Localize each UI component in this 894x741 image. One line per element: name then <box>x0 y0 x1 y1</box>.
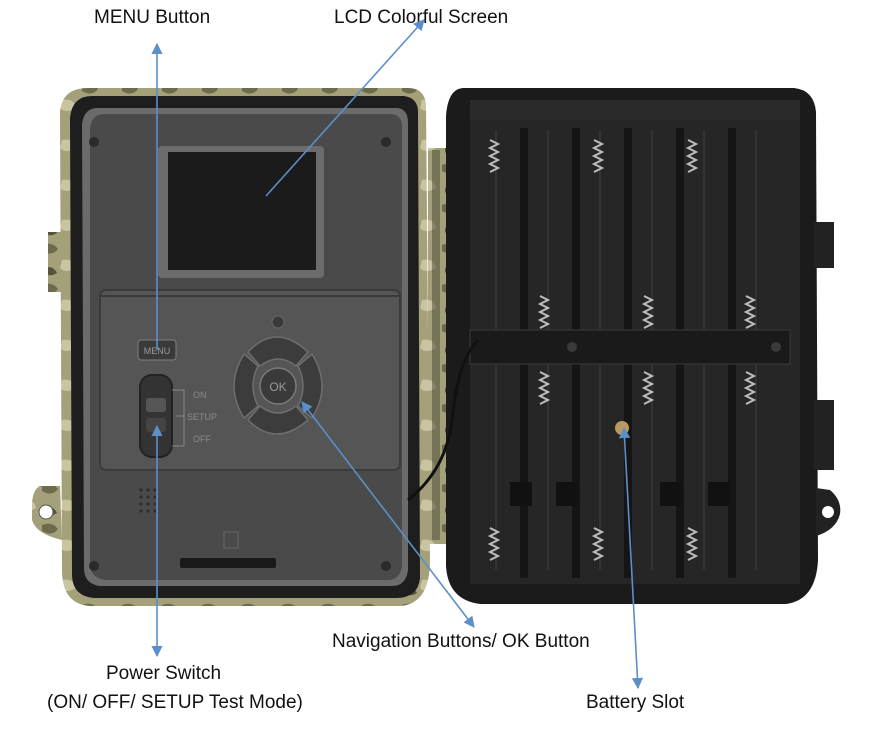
ok-key-text: OK <box>269 380 286 394</box>
hinge <box>428 148 446 544</box>
switch-off-text: OFF <box>193 434 211 444</box>
switch-on-text: ON <box>193 390 207 400</box>
battery-compartment <box>408 88 840 604</box>
switch-setup-text: SETUP <box>187 412 217 422</box>
lcd-screen <box>158 146 324 278</box>
